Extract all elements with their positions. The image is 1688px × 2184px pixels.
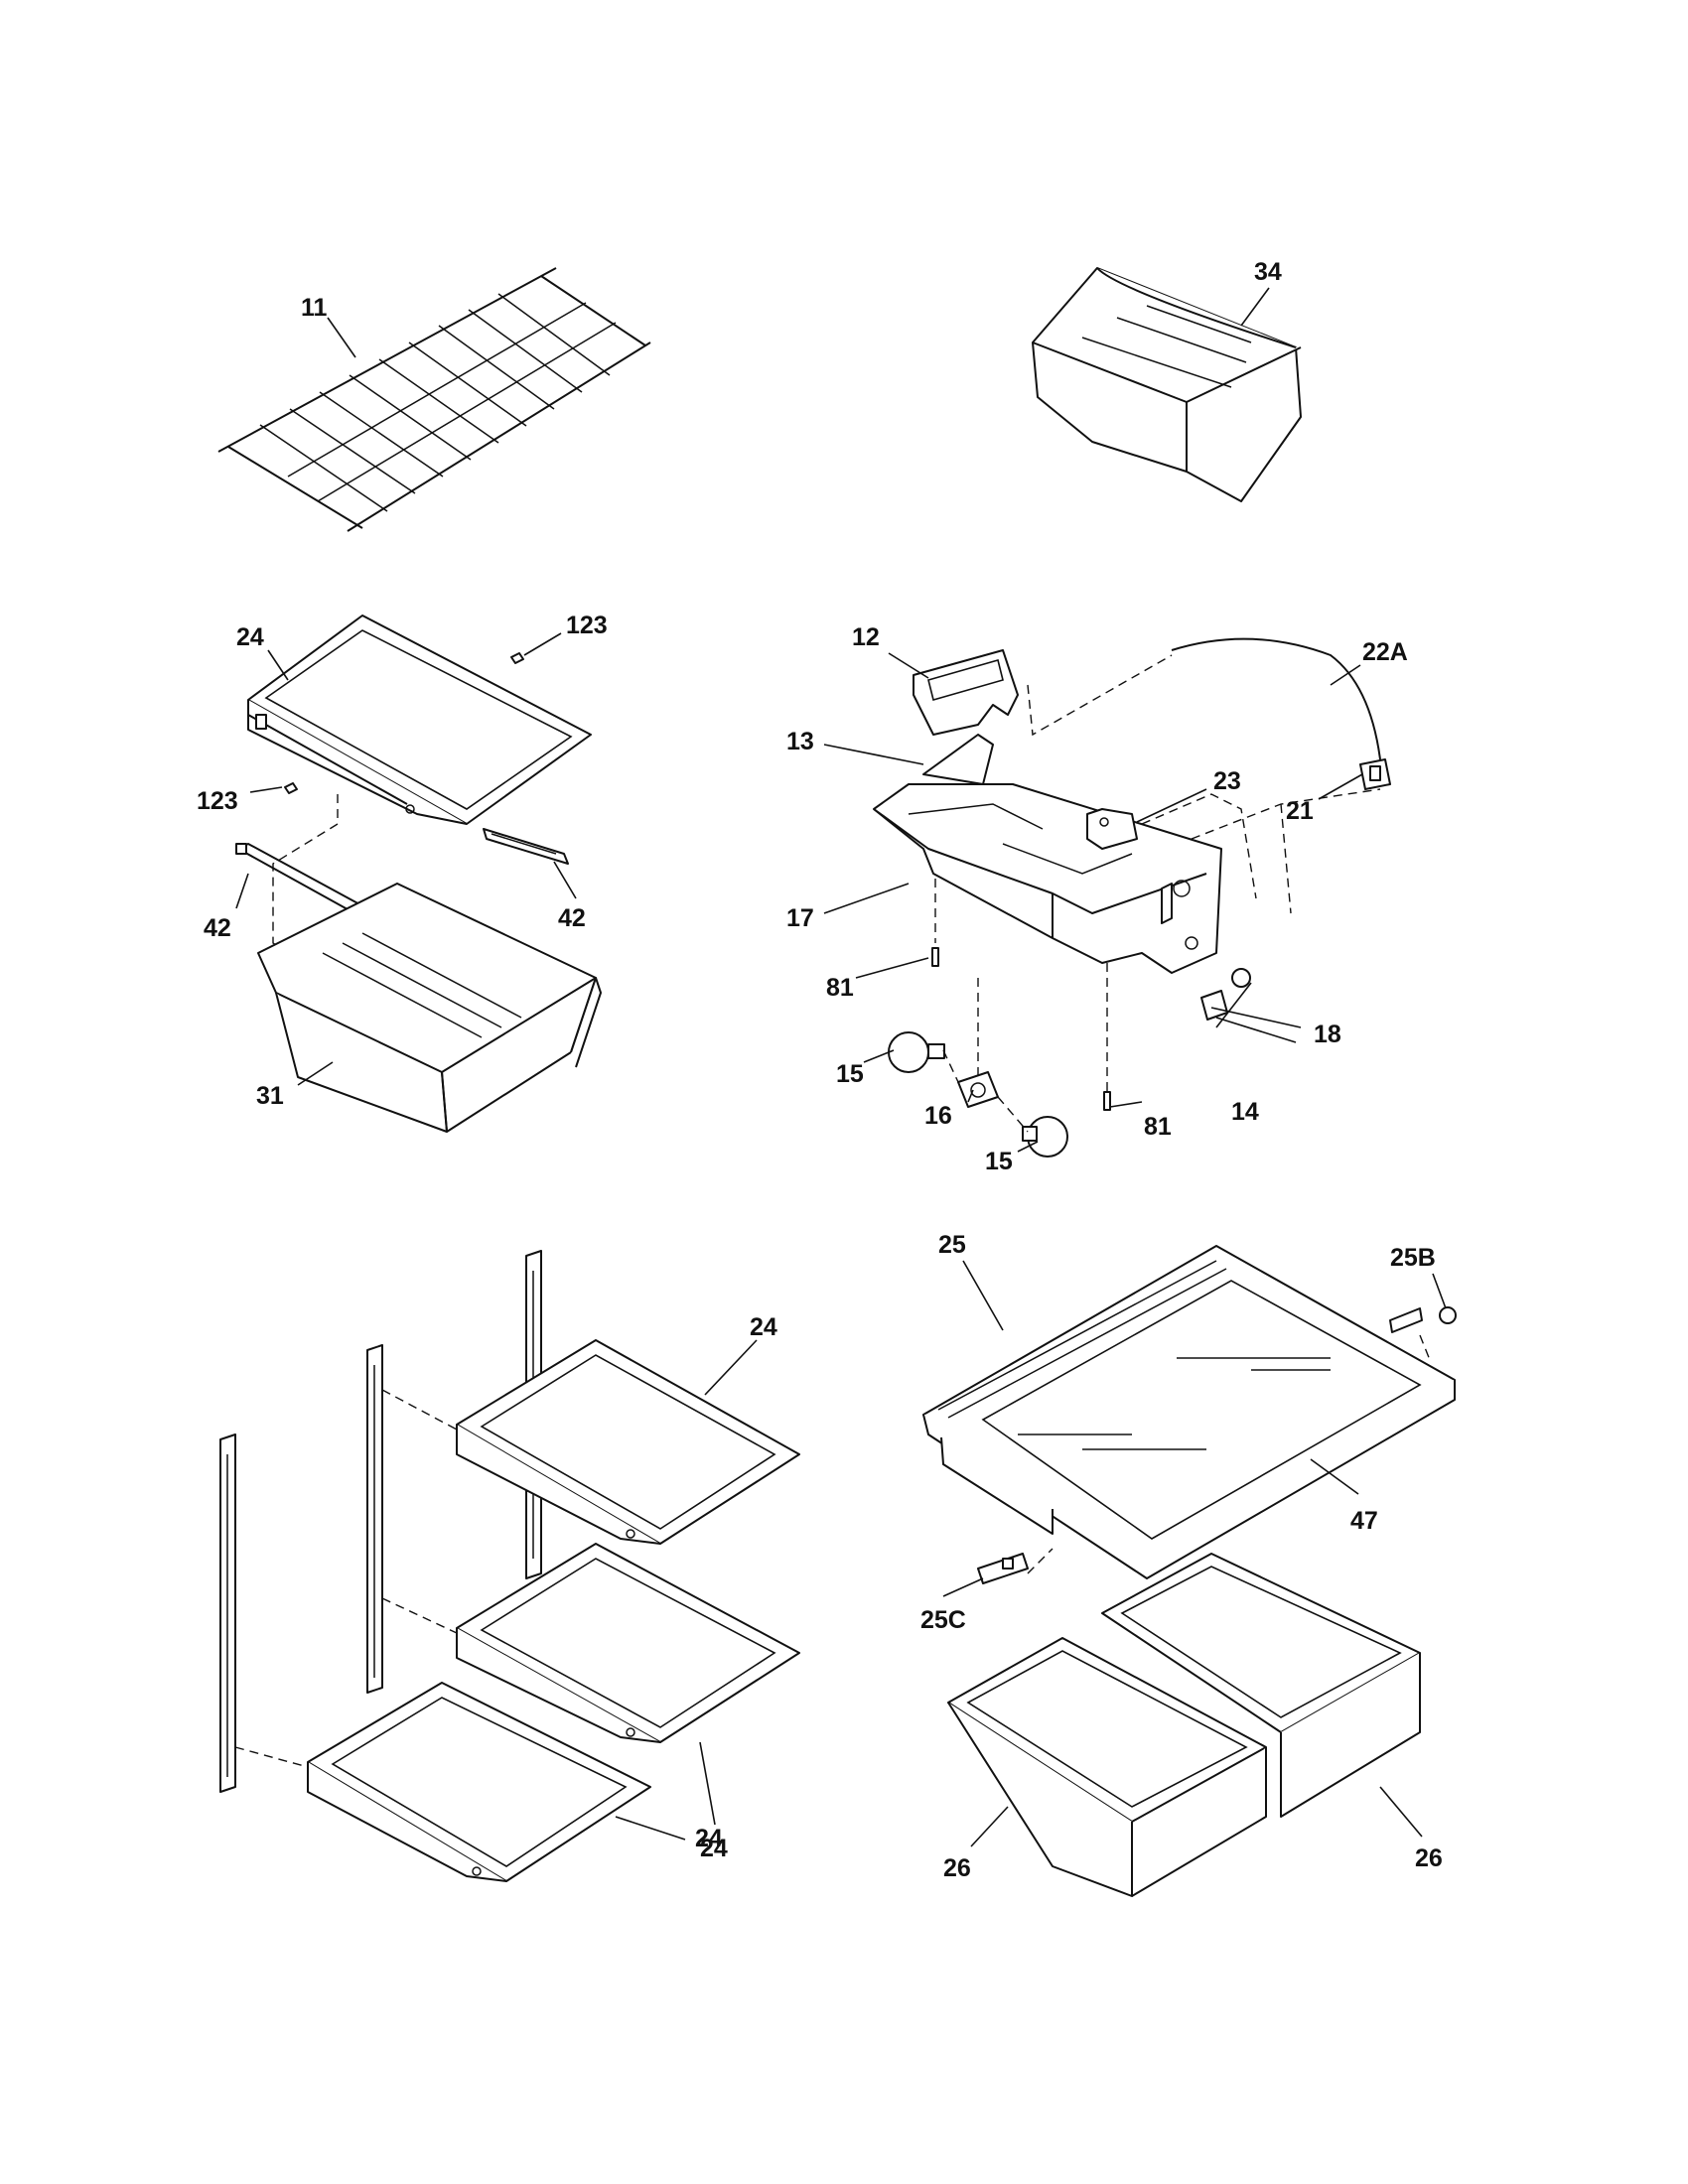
crisper-cover [922, 1245, 1456, 1579]
callout-25c: 25C [920, 1606, 966, 1634]
socket-16 [957, 1071, 999, 1108]
callout-81-right: 81 [1144, 1113, 1172, 1141]
callout-12: 12 [852, 623, 880, 651]
cover-bracket-25c [977, 1553, 1029, 1584]
callout-18: 18 [1314, 1021, 1341, 1048]
cover-bracket-25b [1389, 1306, 1457, 1333]
wire-shelf [217, 267, 651, 532]
glass-shelf-upper [247, 614, 592, 825]
screw-123-upper [510, 652, 524, 664]
callout-24-mid-bottom: 24 [700, 1835, 728, 1862]
screw-81-left [931, 947, 939, 967]
screw-123-lower [284, 782, 298, 794]
meat-pan [257, 883, 602, 1133]
callout-42-right: 42 [558, 904, 586, 932]
callout-23: 23 [1213, 767, 1241, 795]
callout-25: 25 [938, 1231, 966, 1259]
callout-26-left: 26 [943, 1854, 971, 1882]
shelf-ladder-mid [366, 1344, 383, 1694]
door-bin [1032, 267, 1302, 502]
bulb-15-right [1022, 1116, 1068, 1158]
callout-123-upper: 123 [566, 612, 608, 639]
callout-15-right: 15 [985, 1148, 1013, 1175]
crisper-drawer-left [947, 1637, 1267, 1897]
callout-31: 31 [256, 1082, 284, 1110]
callout-15-left: 15 [836, 1060, 864, 1088]
switch-14 [1200, 990, 1228, 1021]
callout-47: 47 [1350, 1507, 1378, 1535]
bulb-15-left [888, 1031, 945, 1073]
callout-24-low: 24 [695, 1825, 723, 1852]
callout-14: 14 [1231, 1098, 1259, 1126]
callout-24-mid-top: 24 [750, 1313, 777, 1341]
light-shield [913, 649, 1019, 736]
callout-22a: 22A [1362, 638, 1408, 666]
callout-21: 21 [1286, 797, 1314, 825]
callout-13: 13 [786, 728, 814, 755]
shelf-ladder-front [219, 1433, 236, 1793]
callout-26-right: 26 [1415, 1844, 1443, 1872]
rail-42-right [483, 828, 569, 865]
callout-25b: 25B [1390, 1244, 1436, 1272]
callout-17: 17 [786, 904, 814, 932]
callout-34: 34 [1254, 258, 1282, 286]
light-lens [922, 734, 994, 785]
control-housing [873, 783, 1222, 974]
glass-shelf-mid-top [456, 1339, 800, 1545]
callout-16: 16 [924, 1102, 952, 1130]
callout-42-left: 42 [204, 914, 231, 942]
glass-shelf-low [307, 1682, 651, 1882]
switch-21 [1359, 758, 1391, 790]
crisper-drawer-right [1101, 1553, 1421, 1818]
knob-18 [1231, 968, 1251, 988]
wire-harness [1171, 637, 1381, 760]
screw-81-right [1103, 1091, 1111, 1111]
callout-81-left: 81 [826, 974, 854, 1002]
callout-123-lower: 123 [197, 787, 238, 815]
leader-lines [235, 287, 1447, 1847]
glass-shelf-mid-bottom [456, 1543, 800, 1743]
callout-11: 11 [301, 294, 328, 322]
callout-24-upper: 24 [236, 623, 264, 651]
thermostat [1086, 808, 1138, 850]
